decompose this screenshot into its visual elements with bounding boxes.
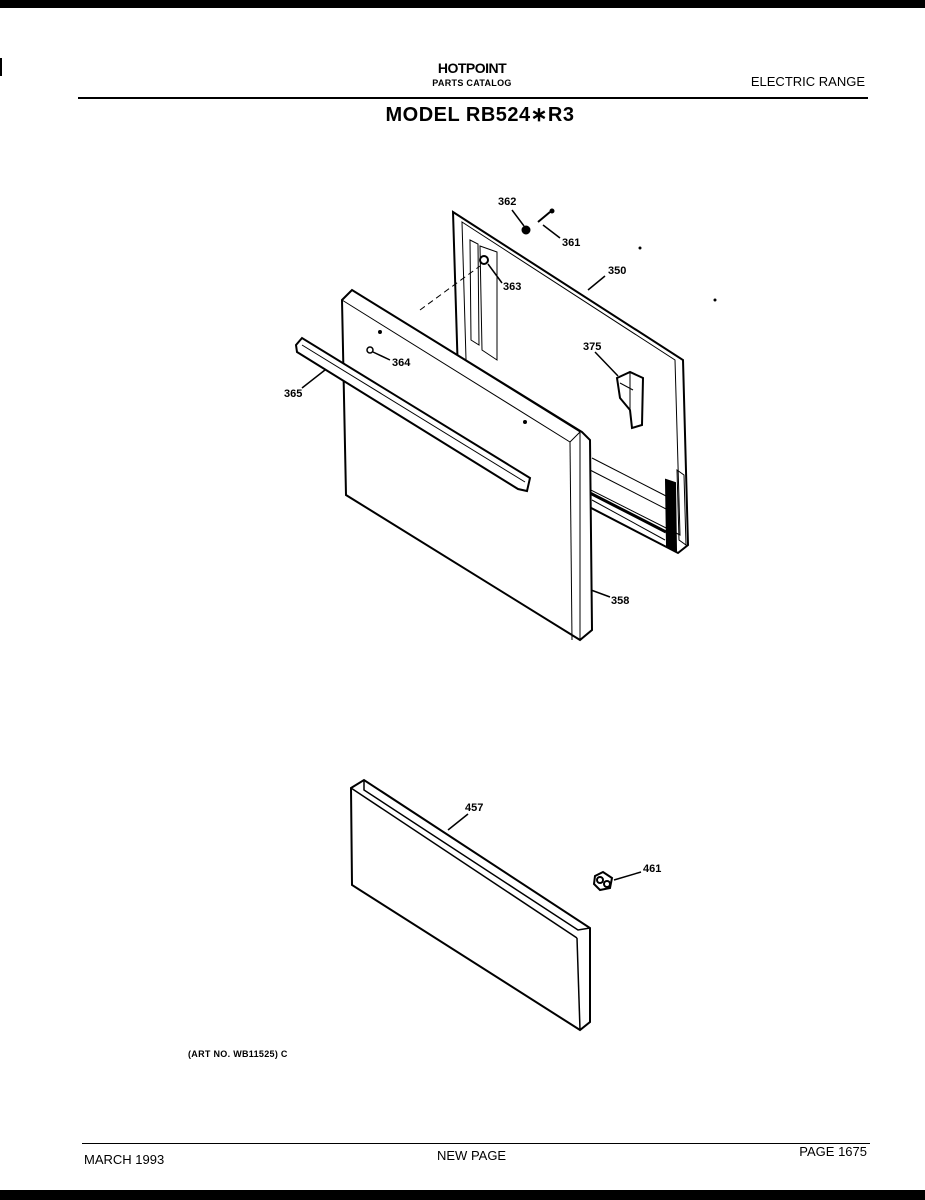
brand-name: HOTPOINT: [437, 60, 507, 76]
page-bottom-border: [0, 1190, 925, 1200]
footer-status: NEW PAGE: [437, 1148, 507, 1163]
document-type: ELECTRIC RANGE: [750, 74, 865, 89]
callout-350: 350: [608, 265, 626, 277]
footer-page-number: PAGE 1675: [799, 1144, 867, 1159]
callout-365: 365: [284, 388, 302, 400]
inner-door-panel: [451, 210, 690, 555]
door-fasteners: [366, 246, 717, 424]
outer-door-panel: [340, 288, 594, 642]
callout-375: 375: [583, 341, 601, 353]
callout-358: 358: [611, 595, 629, 607]
callout-362: 362: [498, 196, 516, 208]
footer-rule: [82, 1143, 870, 1144]
page-left-mark: [0, 58, 2, 76]
callout-361: 361: [562, 237, 580, 249]
callout-364: 364: [392, 357, 411, 369]
callout-leader-lines: [301, 209, 642, 881]
footer-date: MARCH 1993: [84, 1152, 165, 1167]
header-rule: [78, 97, 868, 99]
assembly-guide-line: [419, 265, 481, 311]
callout-457: 457: [465, 802, 483, 814]
door-handle: [294, 336, 532, 493]
door-bracket: [615, 370, 645, 430]
art-number: (ART NO. WB11525) C: [188, 1049, 288, 1059]
drawer-front-panel: [349, 778, 591, 1032]
drawer-clip: [592, 870, 614, 892]
catalog-label: PARTS CATALOG: [432, 78, 512, 88]
screw-and-nut: [479, 208, 555, 265]
callout-363: 363: [503, 281, 521, 293]
page-top-border: [0, 0, 925, 8]
callout-461: 461: [643, 863, 661, 875]
model-title: MODEL RB524∗R3: [385, 104, 575, 126]
